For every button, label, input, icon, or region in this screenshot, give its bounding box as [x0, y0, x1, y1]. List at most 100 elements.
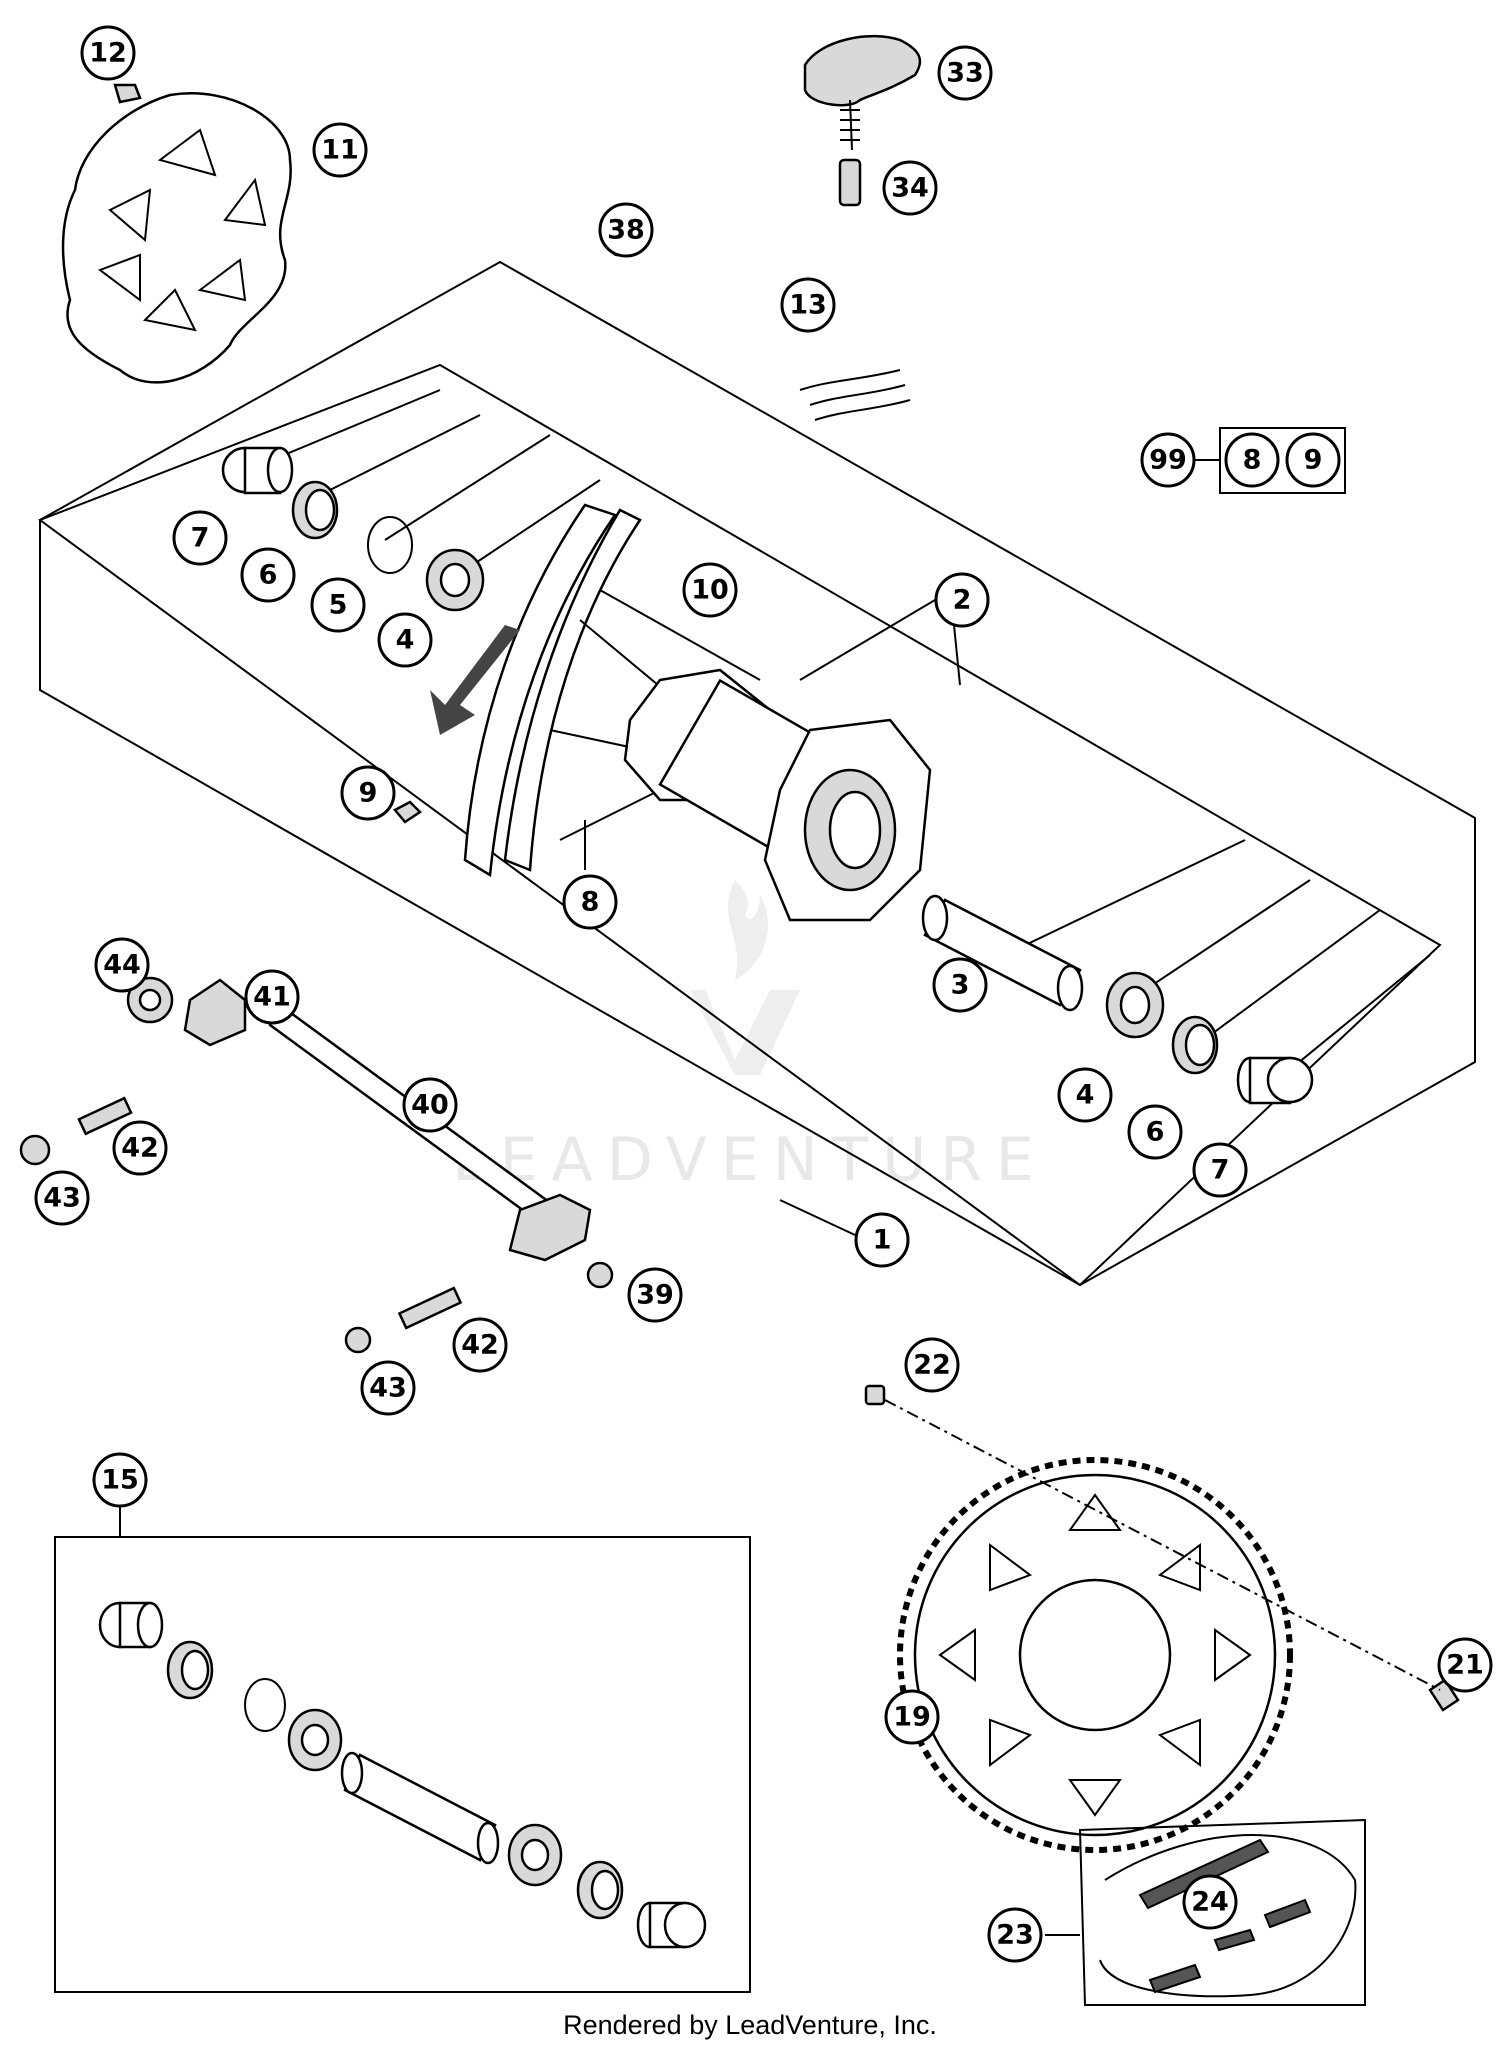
svg-text:7: 7: [1211, 1155, 1230, 1186]
hub-assembly-frame: [37, 363, 1442, 1287]
seal-right: [1171, 1015, 1219, 1075]
rim: [463, 503, 642, 878]
svg-text:6: 6: [259, 560, 278, 591]
callout-8: 8: [562, 874, 618, 930]
svg-text:44: 44: [103, 950, 141, 981]
callout-40: 40: [402, 1077, 458, 1133]
chain-kit-frame: [1078, 1818, 1366, 2006]
callout-6-left: 6: [240, 547, 296, 603]
adjuster-nut-left: [19, 1134, 51, 1166]
svg-text:1: 1: [873, 1225, 892, 1256]
callout-kit-99: 99: [1140, 432, 1196, 488]
sprocket-bolt: [1428, 1678, 1460, 1712]
disc-bolt: [113, 83, 142, 104]
callout-7-right: 7: [1192, 1142, 1248, 1198]
render-credit: Rendered by LeadVenture, Inc.: [563, 2010, 937, 2040]
threaded-spacer: [838, 158, 862, 207]
svg-text:6: 6: [1146, 1117, 1165, 1148]
svg-text:40: 40: [411, 1090, 449, 1121]
rotation-arrow: [430, 625, 520, 735]
wheel-assembly-frame: [39, 260, 1476, 1287]
callout-4-right: 4: [1057, 1067, 1113, 1123]
svg-text:8: 8: [1243, 445, 1262, 476]
rear-sprocket: [897, 1457, 1293, 1853]
watermark-text: LEADVENTURE: [452, 1125, 1048, 1195]
callout-4-left: 4: [377, 612, 433, 668]
brake-disc: [61, 92, 292, 384]
svg-text:15: 15: [101, 1465, 139, 1496]
svg-text:4: 4: [1076, 1080, 1095, 1111]
callout-9: 9: [340, 765, 396, 821]
svg-text:22: 22: [913, 1350, 951, 1381]
svg-text:9: 9: [359, 778, 378, 809]
callout-15: 15: [92, 1452, 148, 1508]
axle-spacer: [921, 894, 1084, 1012]
callout-11: 11: [312, 122, 368, 178]
callout-42-right: 42: [452, 1317, 508, 1373]
seal-left: [291, 480, 339, 540]
callout-19: 19: [884, 1689, 940, 1745]
svg-text:19: 19: [893, 1702, 931, 1733]
axle-plug: [586, 1261, 614, 1289]
callout-6-right: 6: [1127, 1104, 1183, 1160]
adjuster-bolt-left: [77, 1096, 133, 1136]
svg-text:4: 4: [396, 625, 415, 656]
svg-text:3: 3: [951, 970, 970, 1001]
watermark-logo: LEADVENTURE: [452, 880, 1048, 1195]
callout-21: 21: [1437, 1637, 1493, 1693]
svg-text:39: 39: [636, 1280, 674, 1311]
callout-41: 41: [244, 969, 300, 1025]
bearing-kit-parts: [98, 1601, 707, 1949]
svg-text:2: 2: [953, 585, 972, 616]
sprocket-bolt-axis: [884, 1399, 1441, 1691]
callout-13: 13: [780, 277, 836, 333]
callout-23: 23: [987, 1907, 1043, 1963]
callout-43-right: 43: [360, 1360, 416, 1416]
bearing-kit-frame: [54, 1536, 751, 1993]
svg-text:21: 21: [1446, 1650, 1484, 1681]
svg-text:10: 10: [691, 575, 729, 606]
kit-box: [1195, 427, 1346, 494]
callout-3: 3: [932, 957, 988, 1013]
sprocket-nut: [864, 1384, 886, 1406]
svg-text:8: 8: [581, 887, 600, 918]
callout-12: 12: [80, 25, 136, 81]
svg-text:42: 42: [121, 1133, 159, 1164]
svg-text:99: 99: [1149, 445, 1187, 476]
callout-2: 2: [934, 572, 990, 628]
screw: [393, 800, 422, 824]
svg-text:23: 23: [996, 1920, 1034, 1951]
svg-text:42: 42: [461, 1330, 499, 1361]
grip-knob: [803, 34, 922, 151]
adjuster-nut-right: [344, 1326, 372, 1354]
callout-43-left: 43: [34, 1170, 90, 1226]
callout-44: 44: [94, 937, 150, 993]
callout-leaders: [584, 459, 1220, 1236]
svg-text:7: 7: [191, 523, 210, 554]
svg-text:34: 34: [891, 173, 929, 204]
callout-7-left: 7: [172, 510, 228, 566]
callout-42-left: 42: [112, 1120, 168, 1176]
callout-22: 22: [904, 1337, 960, 1393]
rim-tape: [799, 369, 911, 421]
svg-text:33: 33: [946, 58, 984, 89]
svg-text:9: 9: [1304, 445, 1323, 476]
svg-text:41: 41: [253, 982, 291, 1013]
hub: [623, 668, 932, 922]
callout-10: 10: [682, 562, 738, 618]
callout-kit-9: 9: [1285, 432, 1341, 488]
callout-24: 24: [1182, 1874, 1238, 1930]
callout-34: 34: [882, 160, 938, 216]
svg-text:24: 24: [1191, 1887, 1229, 1918]
chain-adjuster-left: [183, 978, 247, 1047]
bearing-left: [425, 548, 485, 612]
adjuster-bolt-right: [397, 1286, 463, 1330]
svg-text:13: 13: [789, 290, 827, 321]
axle-nut: [126, 976, 174, 1024]
chain: [1099, 1834, 1357, 1998]
svg-text:12: 12: [89, 38, 127, 69]
callout-38: 38: [598, 202, 654, 258]
callout-kit-8: 8: [1224, 432, 1280, 488]
bearing-right: [1105, 971, 1165, 1039]
